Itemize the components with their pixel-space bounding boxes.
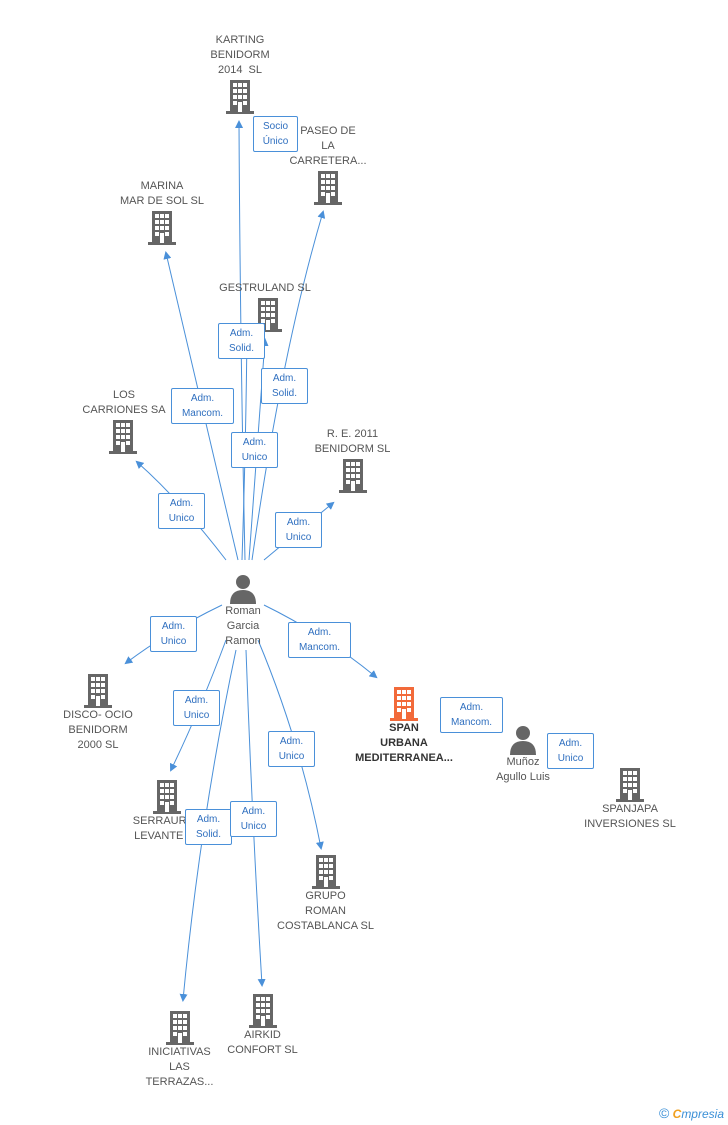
tag-span: Adm. Mancom. <box>288 622 351 658</box>
tag-karting: Socio Único <box>253 116 298 152</box>
building-icon <box>165 1009 195 1045</box>
tag-carriones: Adm. Unico <box>158 493 205 529</box>
building-icon <box>615 766 645 802</box>
company-span[interactable]: SPAN URBANA MEDITERRANEA... <box>344 685 464 766</box>
company-karting[interactable]: KARTING BENIDORM 2014 SL <box>190 33 290 114</box>
building-icon <box>152 778 182 814</box>
company-spanjapa[interactable]: SPANJAPA INVERSIONES SL <box>575 766 685 832</box>
tag-grupo: Adm. Unico <box>268 731 315 767</box>
company-iniciativas[interactable]: INICIATIVAS LAS TERRAZAS... <box>132 1009 227 1090</box>
company-airkid[interactable]: AIRKID CONFORT SL <box>215 992 310 1058</box>
company-re2011[interactable]: R. E. 2011 BENIDORM SL <box>295 427 410 493</box>
tag-marina: Adm. Mancom. <box>171 388 234 424</box>
company-label: R. E. 2011 BENIDORM SL <box>314 428 391 455</box>
copyright-symbol: © <box>658 1105 670 1121</box>
person-label: Roman Garcia Ramon <box>225 605 261 647</box>
company-label: GRUPO ROMAN COSTABLANCA SL <box>277 890 374 932</box>
company-label: DISCO- OCIO BENIDORM 2000 SL <box>63 709 133 751</box>
tag-spanjapa: Adm. Unico <box>547 733 594 769</box>
brand-e: C <box>672 1107 682 1121</box>
company-label: SPAN URBANA MEDITERRANEA... <box>355 722 453 764</box>
company-label: INICIATIVAS LAS TERRAZAS... <box>145 1046 214 1088</box>
company-label: GESTRULAND SL <box>219 282 311 294</box>
building-icon <box>225 78 255 114</box>
company-marina[interactable]: MARINA MAR DE SOL SL <box>102 179 222 245</box>
tag-munoz: Adm. Mancom. <box>440 697 503 733</box>
building-icon <box>248 992 278 1028</box>
person-icon <box>509 725 537 755</box>
person-munoz[interactable]: Muñoz Agullo Luis <box>478 725 568 785</box>
company-gestruland[interactable]: GESTRULAND SL <box>205 281 325 332</box>
company-label: LOS CARRIONES SA <box>82 389 166 416</box>
company-label: PASEO DE LA CARRETERA... <box>289 125 367 167</box>
tag-gestruland: Adm. Solid. <box>218 323 265 359</box>
person-roman[interactable]: Roman Garcia Ramon <box>203 574 283 649</box>
building-icon <box>338 457 368 493</box>
company-label: KARTING BENIDORM 2014 SL <box>210 34 270 76</box>
person-icon <box>229 574 257 604</box>
building-icon <box>311 853 341 889</box>
building-icon <box>313 169 343 205</box>
brand-name: mpresia <box>681 1107 724 1121</box>
tag-paseo: Adm. Solid. <box>261 368 308 404</box>
tag-serraurba: Adm. Unico <box>173 690 220 726</box>
company-paseo[interactable]: PASEO DE LA CARRETERA... <box>278 124 378 205</box>
company-disco[interactable]: DISCO- OCIO BENIDORM 2000 SL <box>48 672 148 753</box>
company-label: AIRKID CONFORT SL <box>227 1029 298 1056</box>
building-icon <box>83 672 113 708</box>
building-icon <box>108 418 138 454</box>
tag-iniciativas: Adm. Solid. <box>185 809 232 845</box>
company-label: SPANJAPA INVERSIONES SL <box>584 803 676 830</box>
tag-disco: Adm. Unico <box>150 616 197 652</box>
company-label: MARINA MAR DE SOL SL <box>120 180 204 207</box>
building-icon-highlight <box>389 685 419 721</box>
company-carriones[interactable]: LOS CARRIONES SA <box>64 388 184 454</box>
tag-airkid: Adm. Unico <box>230 801 277 837</box>
company-grupo[interactable]: GRUPO ROMAN COSTABLANCA SL <box>268 853 383 934</box>
tag-unico-mid: Adm. Unico <box>231 432 278 468</box>
tag-re2011: Adm. Unico <box>275 512 322 548</box>
empresia-logo[interactable]: © Cmpresia <box>659 1105 724 1121</box>
person-label: Muñoz Agullo Luis <box>496 756 550 783</box>
building-icon <box>147 209 177 245</box>
